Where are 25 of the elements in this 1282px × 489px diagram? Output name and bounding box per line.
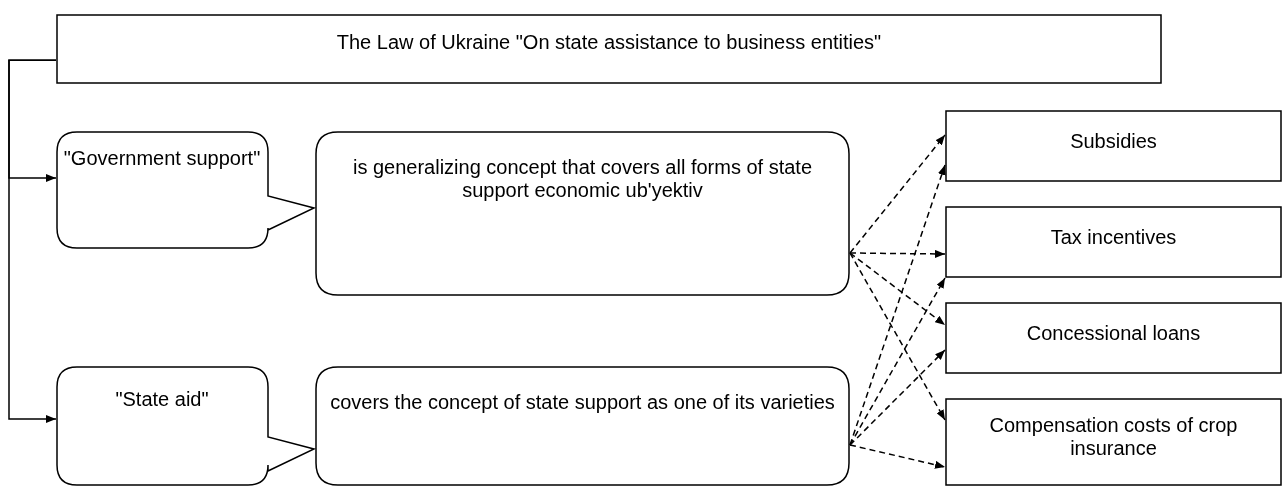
dashed-arrow [849,252,946,326]
definition-box [315,131,850,296]
term-text: "State aid" [114,388,210,411]
node-text: covers the concept of state support as one of its varieties [329,391,836,414]
speech-bubble [56,366,315,486]
dashed-arrow [849,249,946,258]
dashed-arrow [849,252,946,421]
category-box [945,206,1282,278]
node-text: Tax incentives [1049,226,1178,249]
category-box [945,302,1282,374]
title-box [56,14,1162,84]
dashed-arrow [849,134,946,254]
arrow [8,59,57,423]
node-text: Concessional loans [1025,322,1202,345]
title-text: The Law of Ukraine "On state assistance to business entities" [335,31,883,54]
node-text: Subsidies [1069,130,1158,153]
term-text: "Government support" [62,147,262,170]
speech-bubble [56,131,315,249]
dashed-arrow [849,444,946,469]
node-text: Compensation costs of crop insurance [988,414,1239,460]
dashed-arrow [849,349,946,446]
category-box [945,110,1282,182]
node-text: is generalizing concept that covers all forms of state support economic ub'yektiv [351,156,814,202]
category-box [945,398,1282,486]
definition-box [315,366,850,486]
